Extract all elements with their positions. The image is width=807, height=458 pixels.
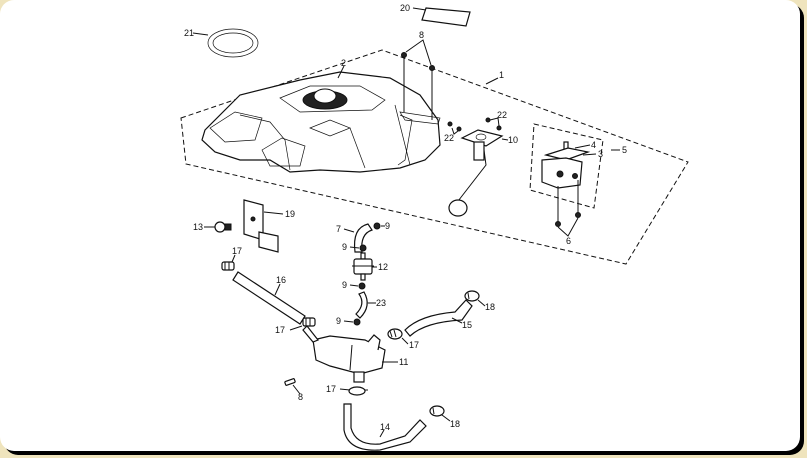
- callout-7: 7: [336, 224, 341, 234]
- bracket-part: [243, 199, 279, 253]
- clip-9-a: [373, 222, 381, 230]
- screws-22-part: [447, 117, 502, 132]
- callout-22-left: 22: [444, 133, 454, 143]
- leader-7: [343, 228, 355, 233]
- callout-9-c: 9: [342, 280, 347, 290]
- callout-23: 23: [376, 298, 386, 308]
- fuel-tank-part: [201, 71, 441, 173]
- pad-part: [421, 7, 471, 27]
- callout-6: 6: [566, 236, 571, 246]
- callout-13: 13: [193, 222, 203, 232]
- callout-4: 4: [591, 140, 596, 150]
- tank-group-outline: [180, 49, 689, 265]
- leader-20: [412, 7, 427, 11]
- leader-17-upper-left: [231, 254, 236, 263]
- clamp-17-upper-left: [221, 261, 235, 271]
- leader-19: [263, 211, 284, 215]
- leader-17-lower: [339, 388, 351, 391]
- bolt-8-lower: [284, 378, 296, 386]
- callout-17-right: 17: [409, 340, 419, 350]
- leader-9-c: [349, 284, 359, 287]
- leader-9-b: [349, 246, 360, 249]
- callout-1: 1: [499, 70, 504, 80]
- callout-20: 20: [400, 3, 410, 13]
- leader-4: [574, 144, 591, 149]
- petcock-group-outline: [529, 123, 604, 209]
- leader-9-d: [343, 320, 354, 323]
- fuel-level-sender-part: [448, 129, 504, 217]
- clip-9-c: [358, 282, 366, 290]
- hose-23-part: [355, 291, 368, 319]
- clamp-17-lower: [348, 386, 368, 396]
- callout-8-top: 8: [419, 30, 424, 40]
- clamp-17-right: [387, 328, 403, 340]
- hose-16-part: [232, 271, 306, 325]
- callout-9-d: 9: [336, 316, 341, 326]
- callout-9-a: 9: [385, 221, 390, 231]
- leader-2: [337, 65, 345, 79]
- clamp-18-lower: [429, 405, 445, 417]
- callout-10: 10: [508, 135, 518, 145]
- parts-diagram: 21 20 2 8 1 22 22: [180, 3, 689, 451]
- leader-1: [485, 77, 499, 85]
- clip-9-b: [359, 244, 367, 252]
- leader-18-lower: [441, 414, 451, 422]
- leader-15: [451, 317, 463, 324]
- clamp-18-upper: [464, 290, 480, 302]
- petcock-part: [541, 141, 591, 227]
- leader-18-upper: [477, 299, 486, 307]
- diagram-frame: 21 20 2 8 1 22 22: [0, 0, 800, 451]
- callout-15: 15: [462, 320, 472, 330]
- leader-8-lower: [292, 384, 301, 395]
- fuel-filter-part: [352, 252, 374, 281]
- callout-16: 16: [276, 275, 286, 285]
- leader-14: [379, 429, 385, 438]
- clip-9-d: [353, 318, 361, 326]
- leader-22-right: [489, 117, 500, 127]
- callout-19: 19: [285, 209, 295, 219]
- canister-part: [302, 325, 386, 383]
- o-ring-part: [207, 28, 259, 58]
- leader-16: [274, 283, 281, 296]
- leader-8-top: [405, 39, 432, 66]
- leader-3: [582, 153, 597, 156]
- callout-9-b: 9: [342, 242, 347, 252]
- leader-17-right: [401, 337, 409, 345]
- callout-21: 21: [184, 28, 194, 38]
- callout-18-lower: 18: [450, 419, 460, 429]
- leader-17-left: [289, 325, 303, 331]
- leader-21: [192, 32, 209, 36]
- hose-15-part: [404, 299, 473, 337]
- callout-17-left: 17: [275, 325, 285, 335]
- hose-14-part: [343, 403, 427, 451]
- leader-22-left: [451, 127, 459, 135]
- clamp-17-left: [302, 317, 316, 327]
- callout-5: 5: [622, 145, 627, 155]
- callout-2: 2: [341, 58, 346, 68]
- callout-14: 14: [380, 422, 390, 432]
- callout-11: 11: [399, 357, 408, 367]
- callout-12: 12: [378, 262, 388, 272]
- rubber-mount-part: [214, 221, 232, 233]
- callout-3: 3: [598, 149, 603, 159]
- callout-17-upper-left: 17: [232, 246, 242, 256]
- bolts-top-part: [401, 52, 435, 120]
- callout-17-lower: 17: [326, 384, 336, 394]
- callout-8-lower: 8: [298, 392, 303, 402]
- leader-6: [557, 217, 579, 237]
- callout-22-right: 22: [497, 110, 507, 120]
- callout-18-upper: 18: [485, 302, 495, 312]
- leader-10: [501, 138, 509, 141]
